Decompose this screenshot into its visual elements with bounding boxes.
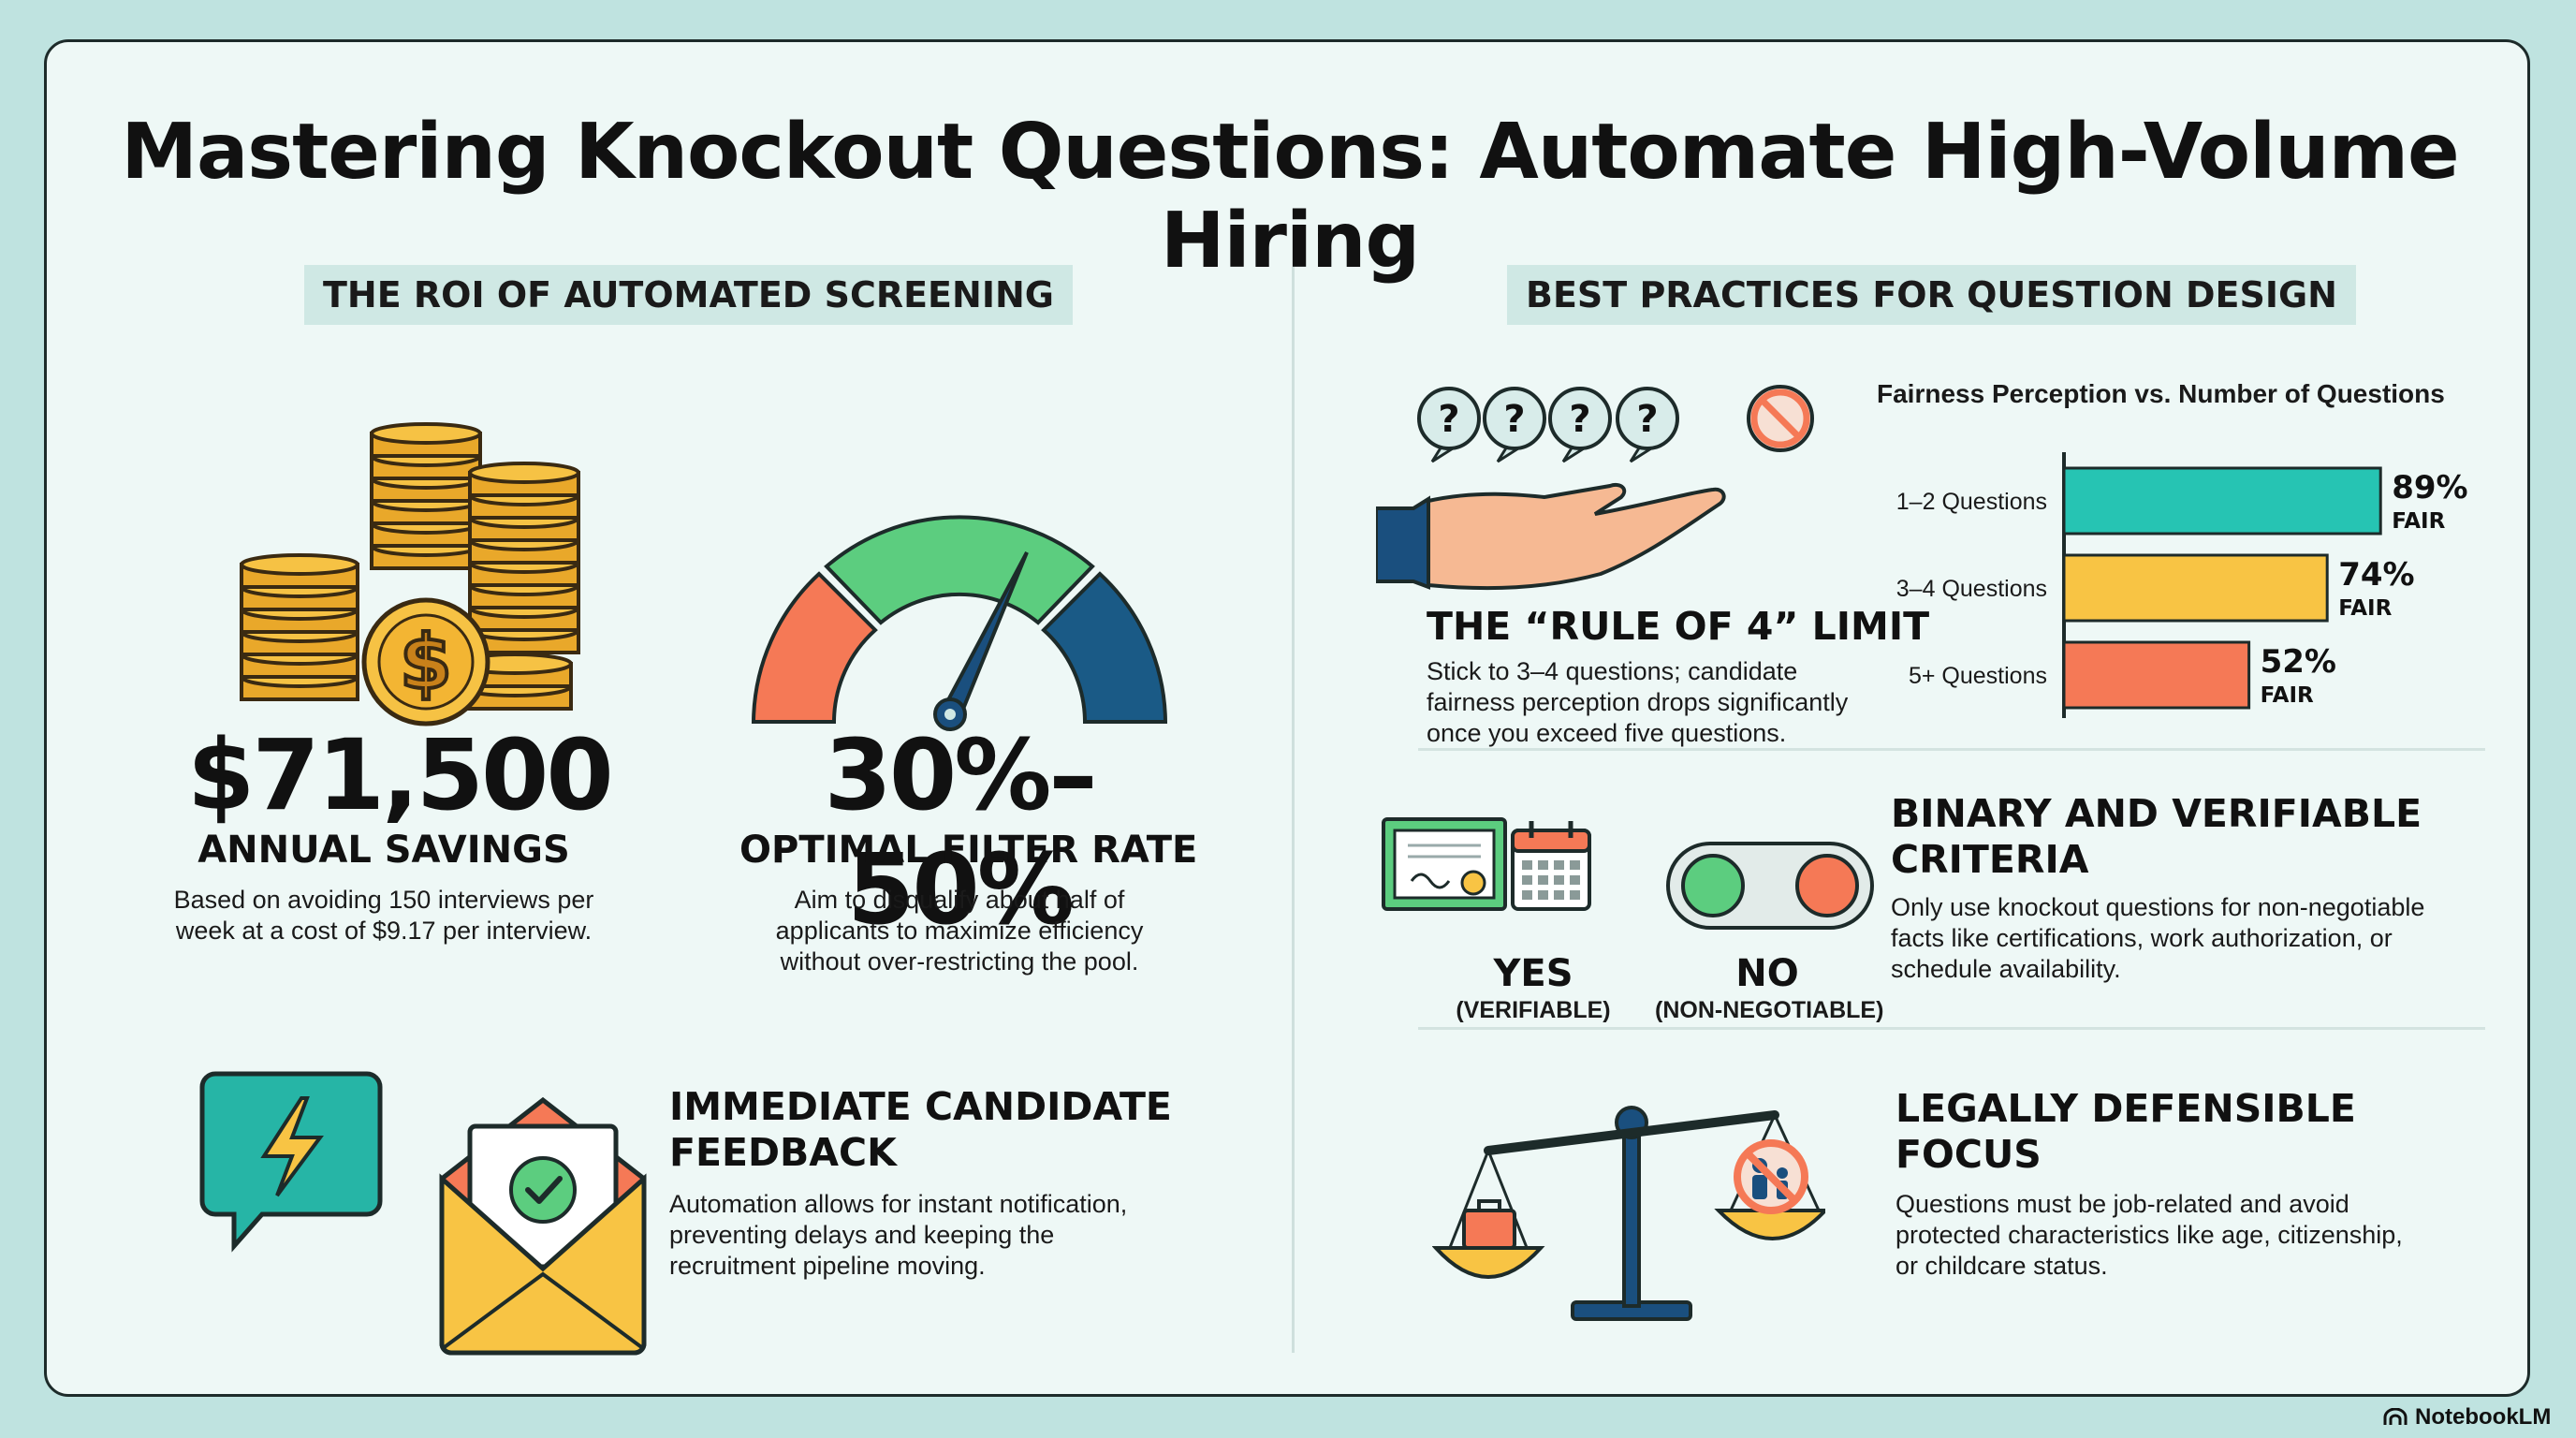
brand-footer: NotebookLM	[2383, 1404, 2551, 1431]
fair-label: FAIR	[2338, 596, 2392, 621]
bar	[2062, 553, 2329, 623]
bar	[2062, 466, 2382, 536]
svg-text:?: ?	[1503, 398, 1525, 441]
feedback-illustration	[199, 1071, 647, 1356]
page-title: Mastering Knockout Questions: Automate H…	[121, 108, 2459, 286]
filter-value: 30%–50%	[824, 718, 1098, 946]
open-hand-icon	[1376, 483, 1726, 591]
binary-heading: BINARY AND VERIFIABLE CRITERIA	[1891, 791, 2422, 882]
question-bubble-icons: ????	[1417, 387, 1679, 463]
savings-label: ANNUAL SAVINGS	[198, 829, 570, 872]
column-divider	[1292, 267, 1295, 1353]
savings-desc: Based on avoiding 150 interviews per wee…	[173, 886, 594, 945]
rule-of-4-illustration: ????	[1376, 385, 1814, 591]
no-family-icon	[1734, 1139, 1808, 1214]
section-divider-2	[1418, 1027, 2485, 1030]
section-divider-1	[1418, 748, 2485, 751]
notebooklm-logo-icon	[2383, 1408, 2408, 1425]
legal-heading: LEGALLY DEFENSIBLE FOCUS	[1895, 1086, 2356, 1177]
filter-desc: Aim to disqualify about half of applican…	[775, 886, 1144, 976]
fair-label: FAIR	[2392, 509, 2445, 534]
calendar-icon	[1511, 821, 1591, 911]
lightning-chat-icon	[199, 1071, 383, 1253]
value-label: 52%	[2261, 643, 2336, 681]
fair-label: FAIR	[2261, 683, 2314, 708]
no-symbol-icon	[1747, 385, 1814, 452]
toggle-switch-icon	[1666, 842, 1874, 930]
gauge-icon	[751, 515, 1168, 731]
no-sublabel: (NON-NEGOTIABLE)	[1655, 997, 1884, 1023]
certificate-icon	[1382, 817, 1507, 911]
feedback-heading: IMMEDIATE CANDIDATE FEEDBACK	[669, 1084, 1172, 1175]
rule-desc: Stick to 3–4 questions; candidate fairne…	[1427, 657, 1849, 747]
yes-label: YES	[1493, 952, 1573, 995]
svg-text:?: ?	[1569, 398, 1590, 441]
category-label: 5+ Questions	[1909, 663, 2047, 689]
category-label: 1–2 Questions	[1896, 489, 2047, 515]
section-title-roi: THE ROI OF AUTOMATED SCREENING	[304, 265, 1073, 325]
svg-text:$: $	[400, 619, 452, 706]
feedback-desc: Automation allows for instant notificati…	[669, 1190, 1128, 1280]
legal-desc: Questions must be job-related and avoid …	[1895, 1190, 2403, 1280]
no-label: NO	[1735, 952, 1799, 995]
brand-name: NotebookLM	[2415, 1404, 2552, 1430]
bar	[2062, 640, 2251, 710]
yes-sublabel: (VERIFIABLE)	[1456, 997, 1611, 1023]
value-label: 89%	[2392, 469, 2467, 506]
infographic-card: Mastering Knockout Questions: Automate H…	[44, 39, 2530, 1397]
filter-label: OPTIMAL FILTER RATE	[739, 829, 1198, 872]
value-label: 74%	[2338, 556, 2414, 594]
savings-value: $71,500	[187, 718, 614, 832]
svg-text:?: ?	[1636, 398, 1658, 441]
binary-desc: Only use knockout questions for non-nego…	[1891, 893, 2425, 983]
chart-title: Fairness Perception vs. Number of Questi…	[1877, 379, 2445, 408]
coins-icon: $	[240, 422, 580, 726]
binary-illustration	[1382, 817, 1874, 930]
briefcase-icon	[1462, 1199, 1516, 1250]
envelope-check-icon	[439, 1096, 647, 1356]
svg-text:?: ?	[1438, 398, 1459, 441]
rule-heading: THE “RULE OF 4” LIMIT	[1427, 604, 1930, 649]
section-title-best-practices: BEST PRACTICES FOR QUESTION DESIGN	[1507, 265, 2356, 325]
category-label: 3–4 Questions	[1896, 576, 2047, 602]
balance-scale-icon	[1432, 1106, 1825, 1321]
